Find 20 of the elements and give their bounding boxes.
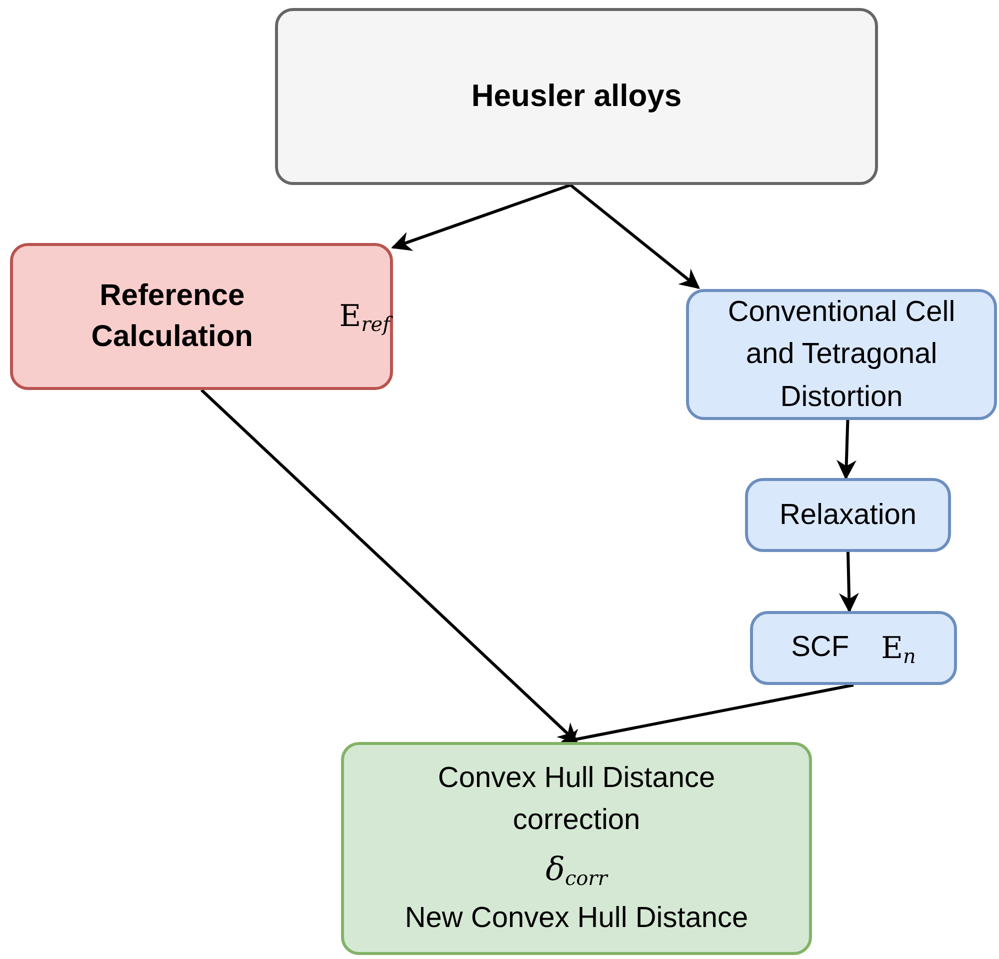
arrow xyxy=(200,388,578,744)
process-box xyxy=(341,742,812,955)
formula: δ$_{corr}$ xyxy=(546,848,608,892)
box-label: Conventional Cell and Tetragonal Distortion xyxy=(726,295,956,415)
process-box xyxy=(10,243,393,390)
box-label: Convex Hull Distance correction xyxy=(436,760,716,838)
process-box xyxy=(750,611,957,685)
box-title: Heusler alloys xyxy=(471,77,682,116)
box-label: SCF xyxy=(791,630,850,666)
process-box xyxy=(686,289,997,420)
box-label: Relaxation xyxy=(779,498,917,533)
arrow xyxy=(838,552,859,613)
process-box xyxy=(275,8,878,185)
formula: E$_{n}$ xyxy=(881,630,916,670)
arrow xyxy=(570,184,700,289)
arrow xyxy=(836,420,856,480)
box-label: New Convex Hull Distance xyxy=(404,900,748,936)
arrow xyxy=(391,184,571,251)
box-title: Reference Calculation xyxy=(90,278,254,354)
process-box xyxy=(745,478,951,552)
